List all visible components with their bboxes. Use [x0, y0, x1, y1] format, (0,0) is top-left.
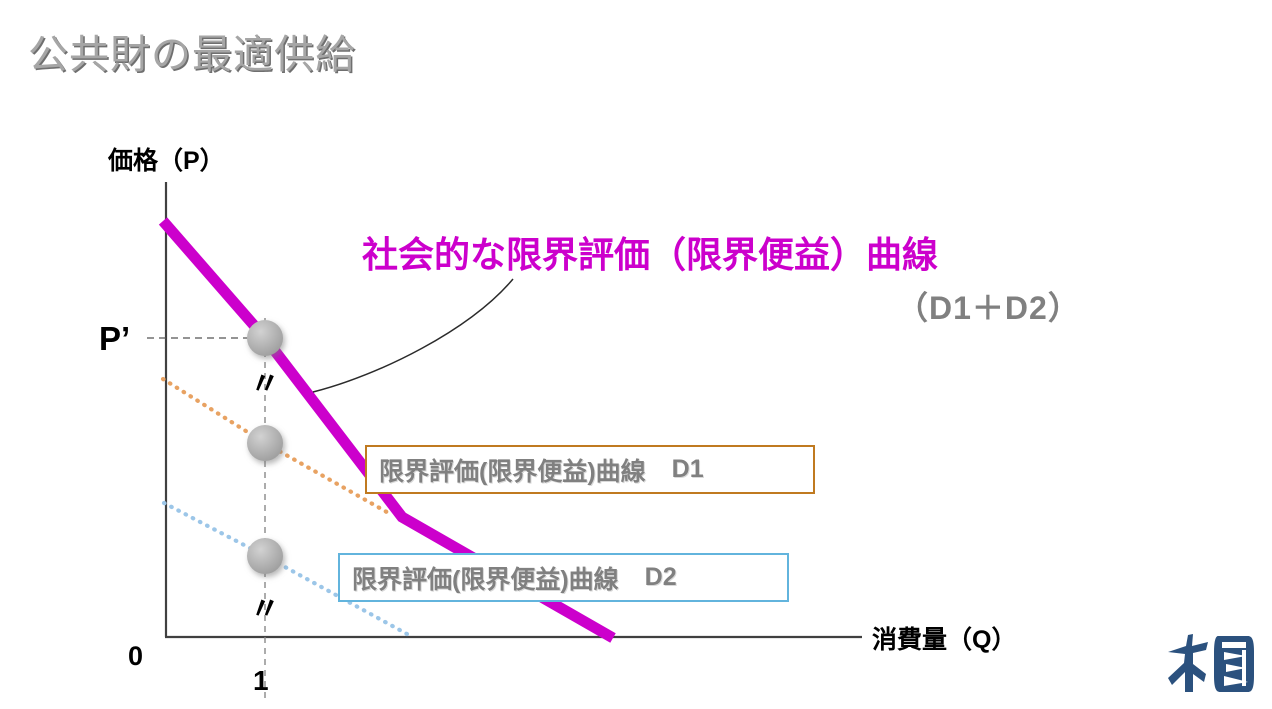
- legend-box-d2-text: 限界評価(限界便益)曲線: [352, 565, 619, 594]
- price-level-label: P’: [99, 320, 131, 357]
- marker-dot-d1: [247, 425, 283, 461]
- legend-box-d2-series: D2: [644, 563, 677, 591]
- page-title: 公共財の最適供給: [28, 33, 356, 77]
- y-axis-title: 価格（P）: [108, 147, 225, 175]
- marker-dot-d2: [247, 538, 283, 574]
- callout-leader-line: [312, 278, 514, 393]
- social-curve-label: 社会的な限界評価（限界便益）曲線: [362, 234, 939, 275]
- legend-box-d1: 限界評価(限界便益)曲線 D1: [365, 445, 815, 494]
- origin-label: 0: [128, 641, 144, 671]
- social-curve-sum-label: （D1＋D2）: [896, 290, 1081, 326]
- x-tick-label-1: 1: [253, 665, 269, 696]
- x-axis-title: 消費量（Q）: [872, 626, 1017, 654]
- marker-dot-social: [247, 320, 283, 356]
- ditto-mark-upper: 〃: [250, 368, 280, 401]
- legend-box-d1-series: D1: [671, 455, 704, 483]
- legend-box-d1-text: 限界評価(限界便益)曲線: [379, 457, 646, 486]
- university-logo: [1168, 634, 1254, 692]
- legend-box-d2: 限界評価(限界便益)曲線 D2: [338, 553, 789, 602]
- ditto-mark-lower: 〃: [250, 593, 280, 626]
